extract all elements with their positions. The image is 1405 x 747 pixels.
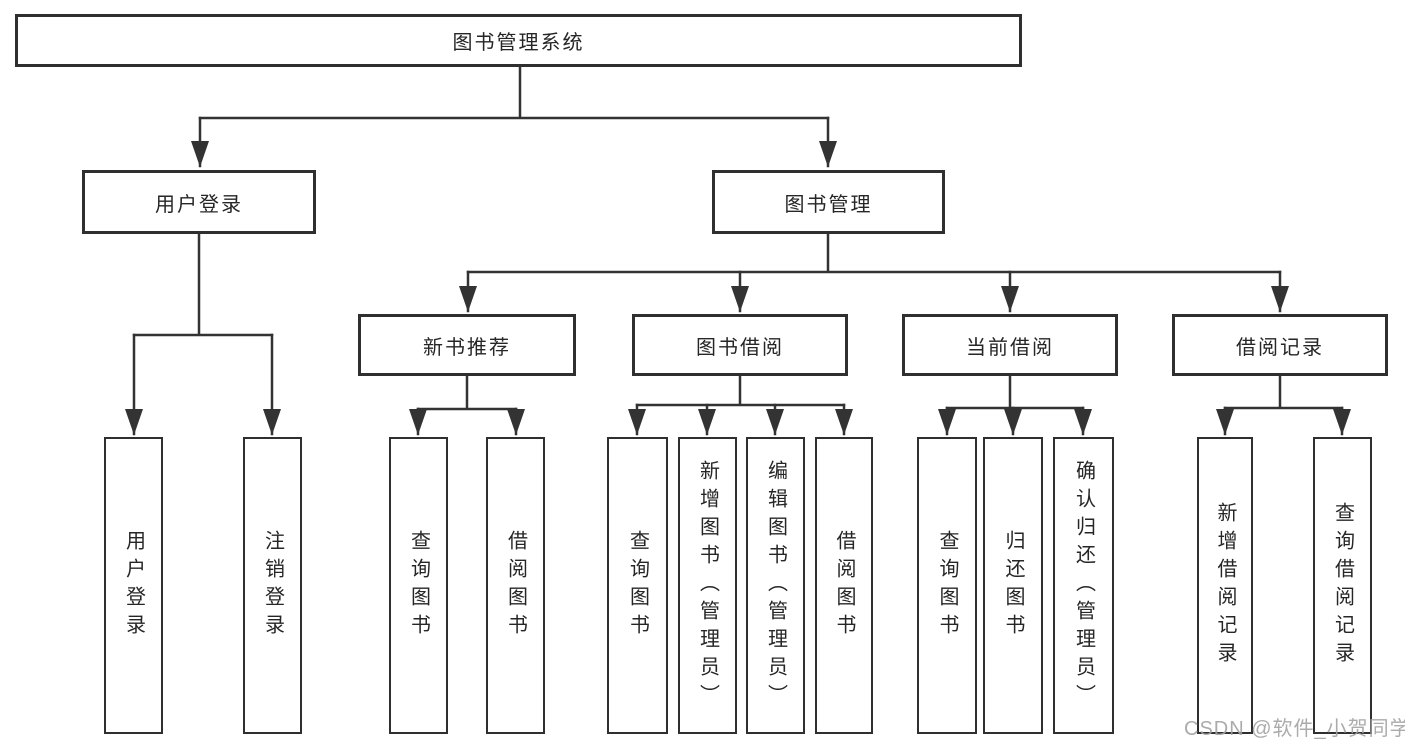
leaf-confirm-return-admin: 确认归还（管理员） bbox=[1053, 437, 1114, 734]
node-new-book-recommend: 新书推荐 bbox=[358, 314, 576, 376]
node-current-borrow: 当前借阅 bbox=[902, 314, 1118, 376]
leaf-add-borrow-record: 新增借阅记录 bbox=[1197, 437, 1253, 734]
node-borrow-records: 借阅记录 bbox=[1172, 314, 1388, 376]
leaf-recommend-borrow-book: 借阅图书 bbox=[486, 437, 545, 734]
node-book-management: 图书管理 bbox=[712, 170, 945, 234]
leaf-recommend-query-book: 查询图书 bbox=[389, 437, 448, 734]
node-user-login: 用户登录 bbox=[82, 170, 316, 234]
leaf-borrow-book: 借阅图书 bbox=[815, 437, 873, 734]
leaf-user-login: 用户登录 bbox=[104, 437, 163, 734]
node-library-management-system: 图书管理系统 bbox=[15, 14, 1022, 67]
leaf-query-borrow-record: 查询借阅记录 bbox=[1313, 437, 1372, 734]
leaf-add-book-admin: 新增图书（管理员） bbox=[678, 437, 737, 734]
node-book-borrow: 图书借阅 bbox=[632, 314, 848, 376]
csdn-watermark: CSDN @软件_小贺同学 bbox=[1184, 718, 1405, 740]
leaf-logout: 注销登录 bbox=[243, 437, 302, 734]
leaf-borrow-query-book: 查询图书 bbox=[607, 437, 668, 734]
leaf-return-book: 归还图书 bbox=[983, 437, 1043, 734]
leaf-current-query-book: 查询图书 bbox=[917, 437, 977, 734]
leaf-edit-book-admin: 编辑图书（管理员） bbox=[746, 437, 805, 734]
